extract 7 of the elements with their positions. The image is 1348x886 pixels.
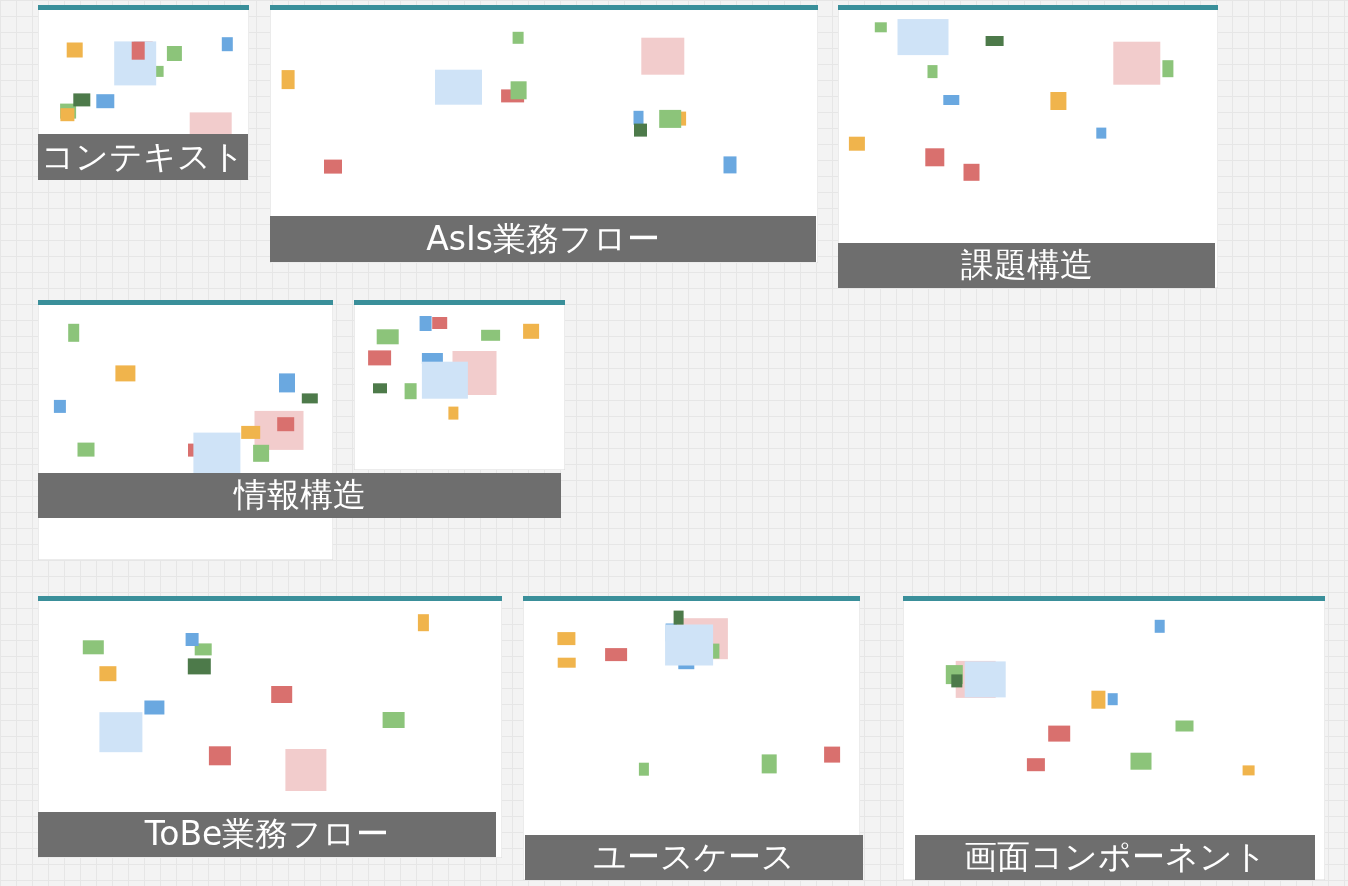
caption-band: 課題構造: [838, 243, 1215, 288]
caption-band: 情報構造: [38, 473, 561, 518]
caption-band: AsIs業務フロー: [270, 216, 816, 262]
caption-band: ToBe業務フロー: [38, 812, 496, 857]
caption-band: ユースケース: [525, 835, 863, 880]
caption-band: 画面コンポーネント: [915, 835, 1315, 880]
caption-band: コンテキスト: [38, 134, 248, 180]
